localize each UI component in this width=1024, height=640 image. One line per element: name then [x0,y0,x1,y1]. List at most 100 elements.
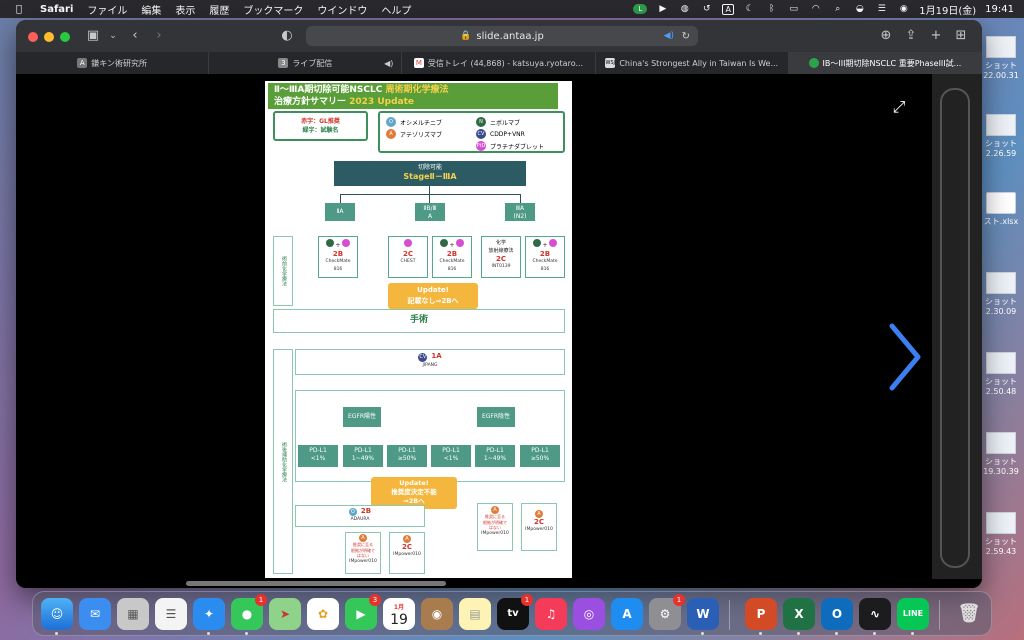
desktop-file-6[interactable]: ショット 19.30.39 [978,432,1024,477]
impower-note-2: 根拠が明確で [351,547,375,553]
tab-audio-icon[interactable]: ◀) [384,58,394,68]
root-line1: 切除可能 [417,164,442,171]
excel-icon[interactable]: X [783,598,815,635]
control-center-icon[interactable]: ☰ [877,4,886,14]
podcasts-icon[interactable]: ◎ [573,598,605,630]
fullscreen-icon[interactable]: ⤢ [892,97,906,116]
audio-playing-icon[interactable]: ◀) [663,31,674,41]
screenshot-thumbnail-icon [986,432,1016,454]
menu-window[interactable]: ウインドウ [317,5,368,17]
tab-4[interactable]: WSJ China's Strongest Ally in Taiwan Is … [596,52,789,74]
desktop-file-5[interactable]: ショット 2.50.48 [978,352,1024,397]
reload-icon[interactable]: ↻ [681,30,690,42]
focus-moon-icon[interactable]: ☾ [745,4,754,14]
forward-icon[interactable]: › [156,28,162,43]
launchpad-icon[interactable]: ▦ [117,598,149,630]
platinum-doublet-icon [549,239,558,247]
back-icon[interactable]: ‹ [132,28,138,43]
next-slide-arrow-icon[interactable] [884,322,924,392]
menubar-time[interactable]: 19:41 [985,3,1014,15]
stage-iiia-node: ⅢA (N2) [505,203,535,221]
tab-3[interactable]: M 受信トレイ (44,868) - katsuya.ryotaro... [402,52,596,74]
desktop-file-1[interactable]: ショット 22.00.31 [978,36,1024,81]
desktop-file-2[interactable]: ショット 2.26.59 [978,114,1024,159]
menu-file[interactable]: ファイル [87,5,128,17]
line-status-icon[interactable]: L [633,4,648,14]
url-text[interactable]: slide.antaa.jp [476,30,544,42]
user-switch-icon[interactable]: ◒ [855,4,864,14]
contacts-icon[interactable]: ◉ [421,598,453,630]
input-source-icon[interactable]: A [722,3,735,15]
wifi-icon[interactable]: ◠ [811,4,820,14]
outlook-icon[interactable]: O [821,598,853,635]
menu-help[interactable]: ヘルプ [381,5,412,17]
subtitle-text: 治療方針サマリー [274,97,350,107]
notes-icon[interactable]: ▤ [459,598,491,630]
atezolizumab-icon: A [403,535,411,543]
vpn-status-icon[interactable]: ◍ [680,4,689,14]
screenshot-thumbnail-icon [986,272,1016,294]
bluetooth-icon[interactable]: ᛒ [769,4,775,14]
downloads-icon[interactable]: ⊕ [880,28,892,43]
messages-icon[interactable]: ●1 [231,594,267,635]
apple-menu-icon[interactable]:  [12,4,26,15]
finder-icon[interactable]: ☺ [41,598,73,635]
share-icon[interactable]: ⇪ [905,28,917,43]
menu-edit[interactable]: 編集 [141,5,162,17]
spotlight-search-icon[interactable]: ⌕ [835,4,841,14]
reminders-icon[interactable]: ☰ [155,598,187,630]
tab-5[interactable]: ● IB〜III期切除NSCLC 重要PhaseIII試... [788,52,982,74]
gmail-favicon-icon: M [413,58,424,68]
tab-overview-icon[interactable]: ⊞ [955,28,967,43]
calendar-icon[interactable]: 1月 19 [383,598,415,630]
facetime-icon[interactable]: ▶3 [345,594,381,630]
treatment-box-4: 化学 放射線療法 2C INT0139 [481,236,521,278]
minimize-window-button[interactable] [44,32,54,42]
tab-1[interactable]: A 鎌キン術研究所 [16,52,210,74]
treatment-box-2: 2C CHEST [388,236,428,278]
powerpoint-icon[interactable]: P [745,598,777,635]
menubar-date[interactable]: 1月19日(金) [919,5,977,17]
menu-view[interactable]: 表示 [175,5,196,17]
address-bar[interactable]: 🔒 slide.antaa.jp ◀) ↻ [306,26,698,46]
menu-app-name[interactable]: Safari [40,3,74,15]
time-machine-icon[interactable]: ↺ [703,4,711,14]
scroll-track[interactable] [940,88,970,568]
safari-icon[interactable]: ✦ [193,598,225,635]
tab-2[interactable]: 3 ライブ配信 ◀) [209,52,403,74]
new-tab-icon[interactable]: + [930,28,942,43]
word-icon[interactable]: W [687,598,719,635]
callout-title: Update! [417,286,449,294]
desktop-file-7[interactable]: ショット 2.59.43 [978,512,1024,557]
menu-history[interactable]: 履歴 [209,5,230,17]
play-status-icon[interactable]: ▶ [659,4,667,14]
maps-icon[interactable]: ➤ [269,598,301,630]
desktop-file-3[interactable]: スト.xlsx [978,192,1024,227]
menu-bookmarks[interactable]: ブックマーク [243,5,304,17]
line-app-icon[interactable]: LINE [897,598,929,635]
trial-number: 816 [540,267,550,272]
sidebar-toggle-icon[interactable]: ▣ [86,28,100,43]
app-store-icon[interactable]: A [611,598,643,630]
impower-note-2: 根拠が明確で [483,519,507,525]
close-window-button[interactable] [28,32,38,42]
mail-icon[interactable]: ✉ [79,598,111,630]
activity-monitor-icon[interactable]: ∿ [859,598,891,635]
legend-item-nivolumab: N ニボルマブ [476,117,520,127]
photos-icon[interactable]: ✿ [307,598,339,630]
screenshot-thumbnail-icon [986,114,1016,136]
horizontal-scrollbar[interactable] [186,581,446,586]
zoom-window-button[interactable] [60,32,70,42]
privacy-shield-icon[interactable]: ◐ [281,28,293,43]
pdl1-value: <1% [310,455,326,462]
desktop-file-4[interactable]: ショット 2.30.09 [978,272,1024,317]
system-settings-icon[interactable]: ⚙1 [649,594,685,630]
slide-image: Ⅱ〜ⅢA期切除可能NSCLC 周術期化学療法 治療方針サマリー 2023 Upd… [265,81,572,578]
trash-icon[interactable]: 🗑 [957,603,981,624]
battery-icon[interactable]: ▭ [789,4,799,14]
music-icon[interactable]: ♫ [535,598,567,630]
chevron-down-icon[interactable]: ⌄ [109,31,117,41]
siri-icon[interactable]: ◉ [899,4,908,14]
